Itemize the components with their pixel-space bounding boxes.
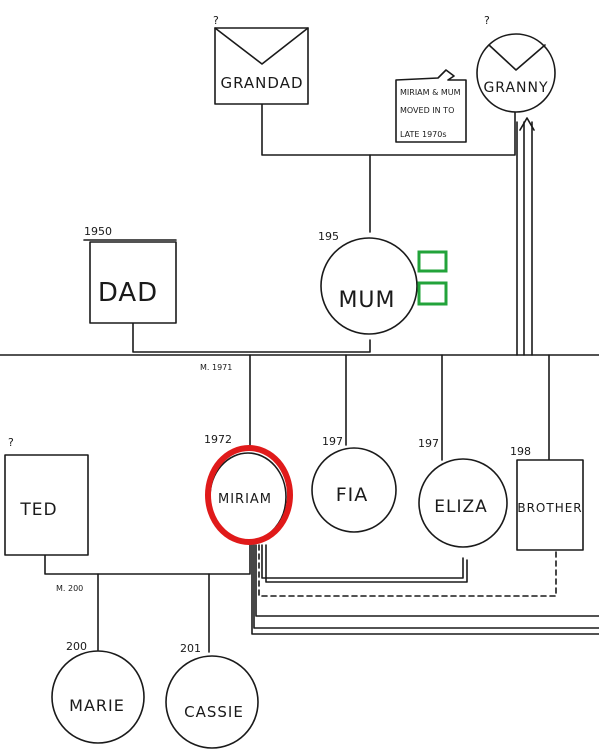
miriam-year: 1972 xyxy=(204,433,232,446)
grandad-year: ? xyxy=(213,14,219,27)
person-dad: 1950 DAD xyxy=(83,225,177,324)
person-eliza: 197 ELIZA xyxy=(418,437,508,548)
brother-label: BROTHER xyxy=(517,501,582,515)
mum-label: MUM xyxy=(338,288,395,313)
eliza-label: ELIZA xyxy=(434,497,488,517)
connector-lines xyxy=(0,103,599,653)
miriam-label: MIRIAM xyxy=(218,492,272,507)
mum-year: 195 xyxy=(318,230,339,243)
marker-boxes xyxy=(417,250,448,306)
marker-box-top xyxy=(417,250,448,273)
granny-year: ? xyxy=(484,14,490,27)
granny-label: GRANNY xyxy=(483,80,548,96)
marriage-label-parents: M. 1971 xyxy=(200,363,232,372)
cassie-label: CASSIE xyxy=(184,703,244,721)
dad-year: 1950 xyxy=(84,225,112,238)
fia-label: FIA xyxy=(336,484,369,506)
marie-year: 200 xyxy=(66,640,87,653)
note-line-2: MOVED IN TO xyxy=(400,106,454,115)
note-line-1: MIRIAM & MUM xyxy=(400,88,461,97)
note-line-3: LATE 1970s xyxy=(400,130,447,139)
person-brother: 198 BROTHER xyxy=(510,445,584,551)
person-miriam: 1972 MIRIAM xyxy=(204,433,293,545)
marriage-label-ted-miriam: M. 200 xyxy=(56,584,83,593)
highlight-circle xyxy=(205,445,293,545)
person-mum: 195 MUM xyxy=(318,230,418,335)
brother-year: 198 xyxy=(510,445,531,458)
marker-box-bottom xyxy=(417,281,448,306)
marie-label: MARIE xyxy=(69,696,125,715)
person-marie: 200 MARIE xyxy=(51,640,145,744)
fia-year: 197 xyxy=(322,435,343,448)
dad-label: DAD xyxy=(98,278,158,308)
sticky-note: MIRIAM & MUM MOVED IN TO LATE 1970s xyxy=(395,69,467,143)
eliza-year: 197 xyxy=(418,437,439,450)
person-grandad: ? GRANDAD xyxy=(213,14,309,105)
ted-year: ? xyxy=(8,436,14,449)
person-granny: ? GRANNY xyxy=(476,14,556,113)
person-fia: 197 FIA xyxy=(311,435,397,533)
cassie-year: 201 xyxy=(180,642,201,655)
person-cassie: 201 CASSIE xyxy=(165,642,259,749)
ted-label: TED xyxy=(19,500,57,520)
person-ted: ? TED xyxy=(4,436,89,556)
grandad-label: GRANDAD xyxy=(220,74,303,92)
